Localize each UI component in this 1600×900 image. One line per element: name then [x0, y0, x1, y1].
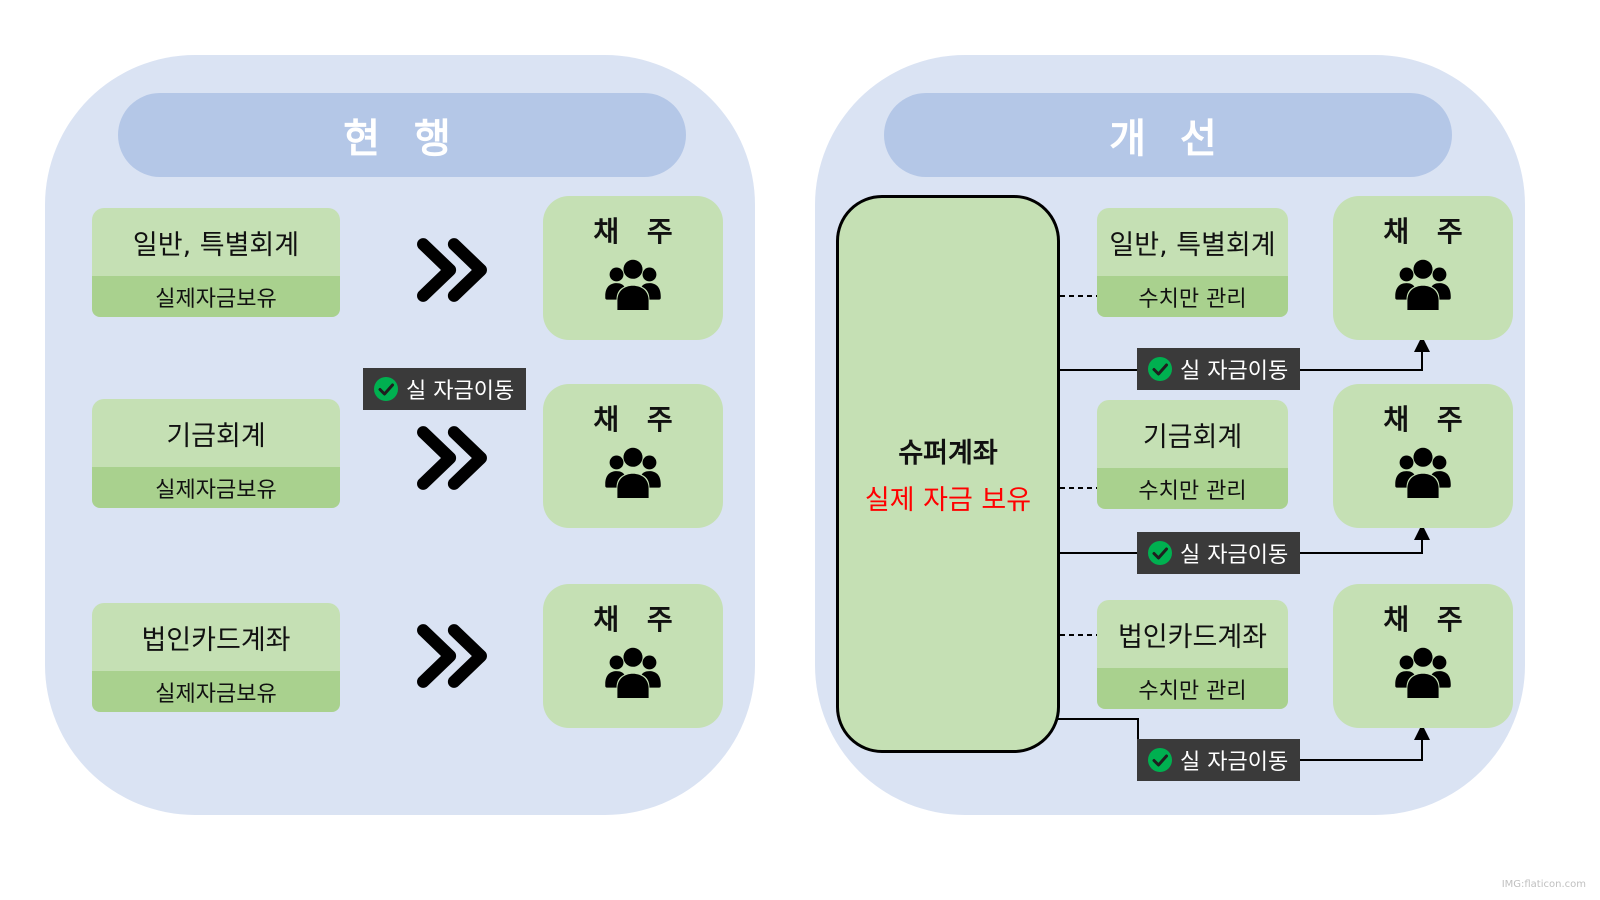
- improved-panel-title: 개 선: [884, 93, 1452, 177]
- account-fund: 기금회계: [1097, 400, 1288, 468]
- account-general-special: 일반, 특별회계: [1097, 208, 1288, 276]
- check-circle-icon: [1147, 747, 1173, 773]
- people-group-icon: [1395, 258, 1451, 310]
- real-fund-transfer-tag: 실 자금이동: [1137, 532, 1300, 574]
- tag-label: 실 자금이동: [406, 379, 515, 404]
- account-fund: 기금회계: [92, 399, 340, 467]
- creditor-label: 채 주: [593, 215, 682, 248]
- creditor-card: 채 주: [543, 384, 723, 528]
- account-general-special-status: 수치만 관리: [1097, 276, 1288, 317]
- account-fund-status: 실제자금보유: [92, 467, 340, 508]
- tag-label: 실 자금이동: [1180, 543, 1289, 568]
- account-corporate-card: 법인카드계좌: [92, 603, 340, 671]
- account-corporate-card: 법인카드계좌: [1097, 600, 1288, 668]
- people-group-icon: [1395, 646, 1451, 698]
- image-credit: IMG:flaticon.com: [1501, 879, 1586, 890]
- real-fund-transfer-tag: 실 자금이동: [1137, 739, 1300, 781]
- creditor-label: 채 주: [593, 603, 682, 636]
- creditor-card: 채 주: [543, 584, 723, 728]
- super-account-subtitle: 실제 자금 보유: [864, 485, 1032, 516]
- creditor-label: 채 주: [593, 403, 682, 436]
- tag-label: 실 자금이동: [1180, 359, 1289, 384]
- account-corporate-card-status: 실제자금보유: [92, 671, 340, 712]
- current-panel-title: 현 행: [118, 93, 686, 177]
- check-circle-icon: [1147, 540, 1173, 566]
- people-group-icon: [1395, 446, 1451, 498]
- tag-label: 실 자금이동: [1180, 750, 1289, 775]
- account-fund-status: 수치만 관리: [1097, 468, 1288, 509]
- super-account-title: 슈퍼계좌: [898, 438, 998, 469]
- creditor-card: 채 주: [1333, 384, 1513, 528]
- check-circle-icon: [1147, 356, 1173, 382]
- account-general-special-status: 실제자금보유: [92, 276, 340, 317]
- account-general-special: 일반, 특별회계: [92, 208, 340, 276]
- real-fund-transfer-tag: 실 자금이동: [363, 368, 526, 410]
- creditor-label: 채 주: [1383, 403, 1472, 436]
- super-account: 슈퍼계좌 실제 자금 보유: [836, 195, 1060, 753]
- creditor-label: 채 주: [1383, 215, 1472, 248]
- account-corporate-card-status: 수치만 관리: [1097, 668, 1288, 709]
- creditor-card: 채 주: [1333, 584, 1513, 728]
- creditor-label: 채 주: [1383, 603, 1472, 636]
- creditor-card: 채 주: [543, 196, 723, 340]
- creditor-card: 채 주: [1333, 196, 1513, 340]
- real-fund-transfer-tag: 실 자금이동: [1137, 348, 1300, 390]
